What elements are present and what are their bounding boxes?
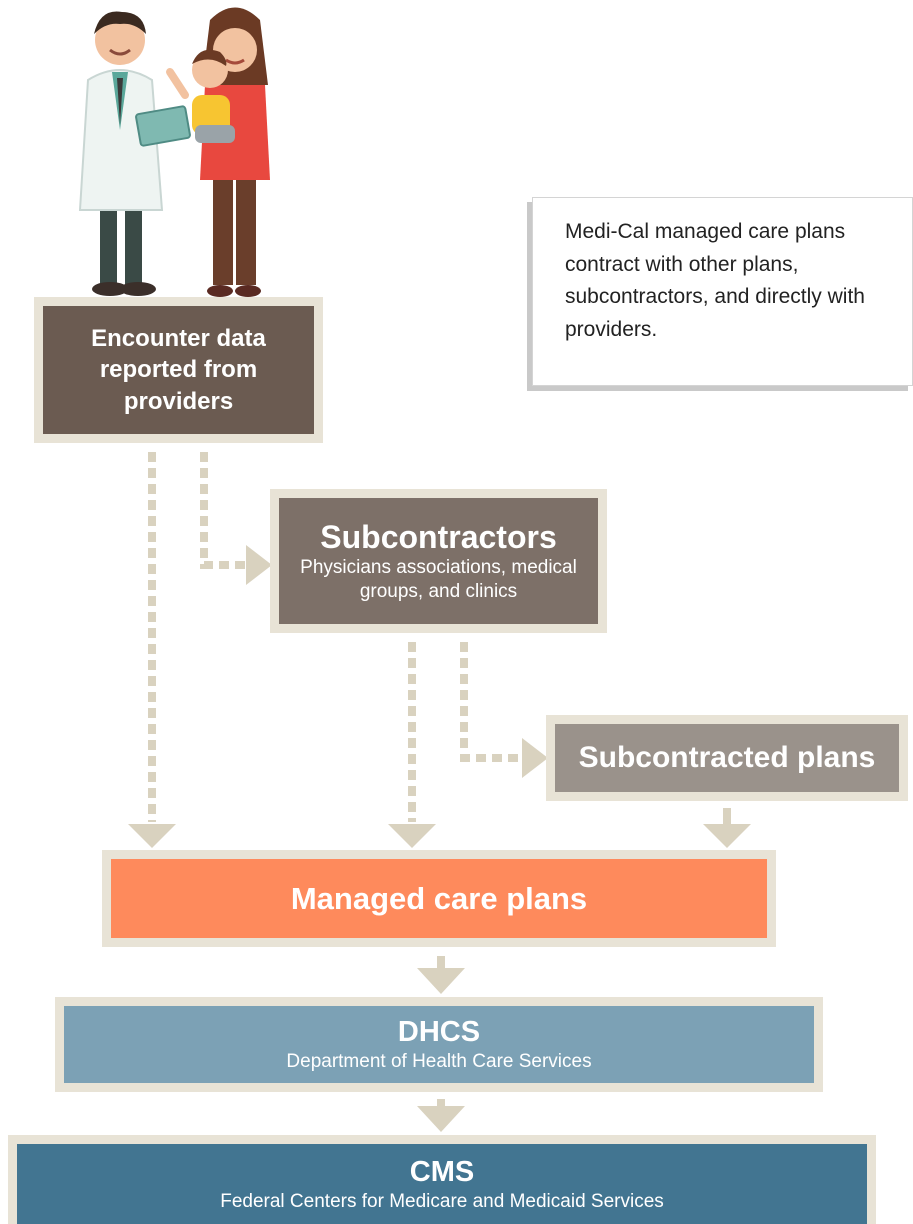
arrow-head-subcontractors-to-mcp	[388, 824, 436, 848]
managed-care-plans-box: Managed care plans	[102, 850, 776, 947]
subcontractors-subtitle: Physicians associations, medical groups,…	[300, 557, 577, 603]
managed-care-plans-title: Managed care plans	[290, 880, 588, 916]
doctor-icon	[78, 11, 191, 296]
doctor-family-illustration	[78, 7, 270, 297]
arrow-head-to-subcontractors	[246, 545, 272, 585]
subcontracted-plans-title: Subcontracted plans	[578, 741, 876, 774]
subcontracted-plans-box: Subcontracted plans	[546, 715, 908, 801]
arrow-head-providers-to-mcp	[128, 824, 176, 848]
providers-box: Encounter data reported from providers	[34, 297, 323, 443]
arrow-head-mcp-to-dhcs	[417, 968, 465, 994]
cms-title: CMS	[409, 1155, 475, 1188]
subcontractors-title: Subcontractors	[320, 519, 557, 556]
providers-title: Encounter data reported from providers	[91, 325, 266, 415]
arrow-head-dhcs-to-cms	[417, 1106, 465, 1132]
cms-box: CMS Federal Centers for Medicare and Med…	[8, 1135, 876, 1224]
managed-care-note-text: Medi-Cal managed care plans contract wit…	[565, 220, 865, 341]
arrow-head-to-subplans	[522, 738, 548, 778]
child-icon	[166, 49, 235, 143]
connector-providers-to-subcontractors	[200, 452, 248, 569]
dhcs-subtitle: Department of Health Care Services	[286, 1051, 592, 1073]
cms-subtitle: Federal Centers for Medicare and Medicai…	[220, 1190, 664, 1212]
dhcs-title: DHCS	[397, 1016, 481, 1049]
arrow-head-subplans-to-mcp	[703, 824, 751, 848]
managed-care-note: Medi-Cal managed care plans contract wit…	[532, 197, 913, 386]
subcontractors-box: Subcontractors Physicians associations, …	[270, 489, 607, 633]
dhcs-box: DHCS Department of Health Care Services	[55, 997, 823, 1092]
connector-subcontractors-to-subplans	[460, 642, 524, 762]
